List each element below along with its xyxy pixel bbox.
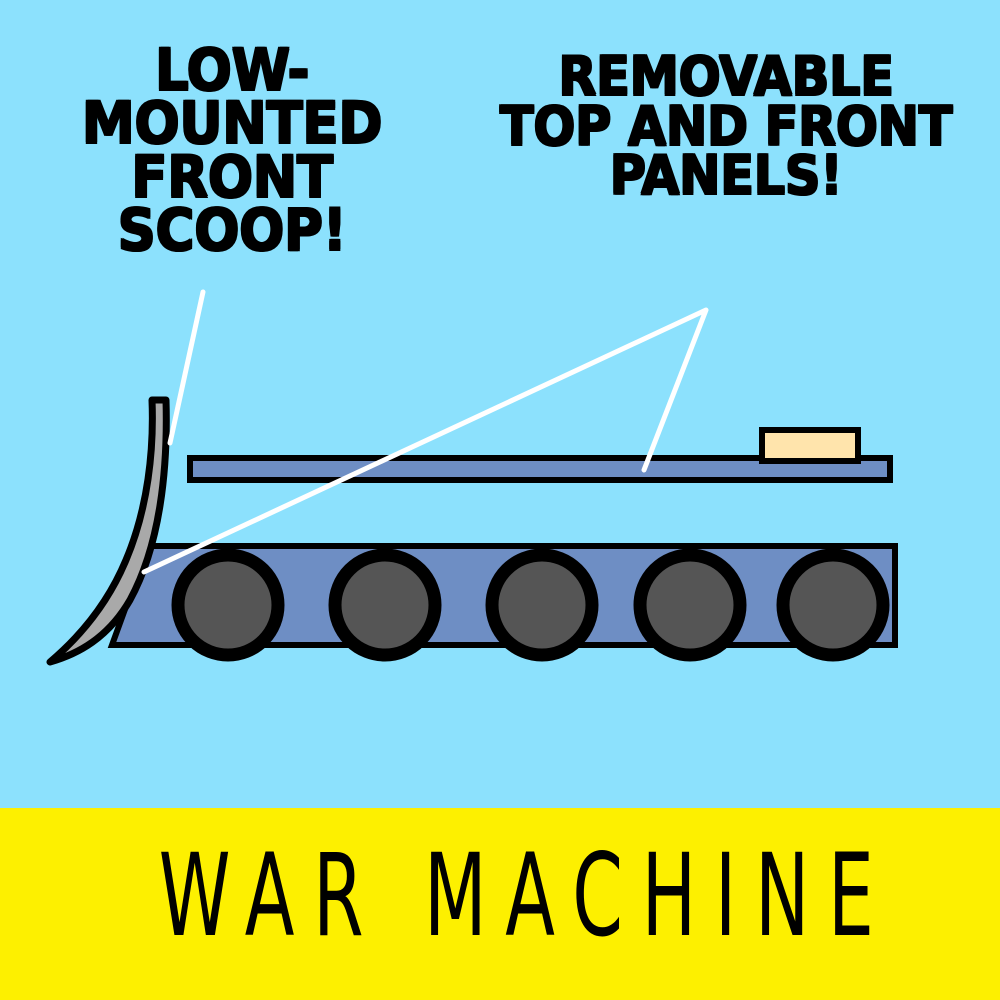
pointer-line-scoop [167,289,206,446]
cargo-box [759,427,861,464]
page-title: WAR MACHINE [158,829,893,963]
road-wheel [328,548,442,662]
pointer-line-panels [141,307,709,575]
callout-low-mounted-front-scoop: LOW-MOUNTED FRONT SCOOP! [81,36,383,265]
road-wheel [633,548,747,662]
road-wheel [776,548,890,662]
removable-top-panel [187,455,893,483]
road-wheel [485,548,599,662]
road-wheels [171,548,890,662]
title-banner [0,808,1000,1000]
front-scoop [46,396,170,666]
road-wheel [171,548,285,662]
callout-removable-top-and-front-panels: REMOVABLE TOP AND FRONT PANELS! [499,45,953,208]
